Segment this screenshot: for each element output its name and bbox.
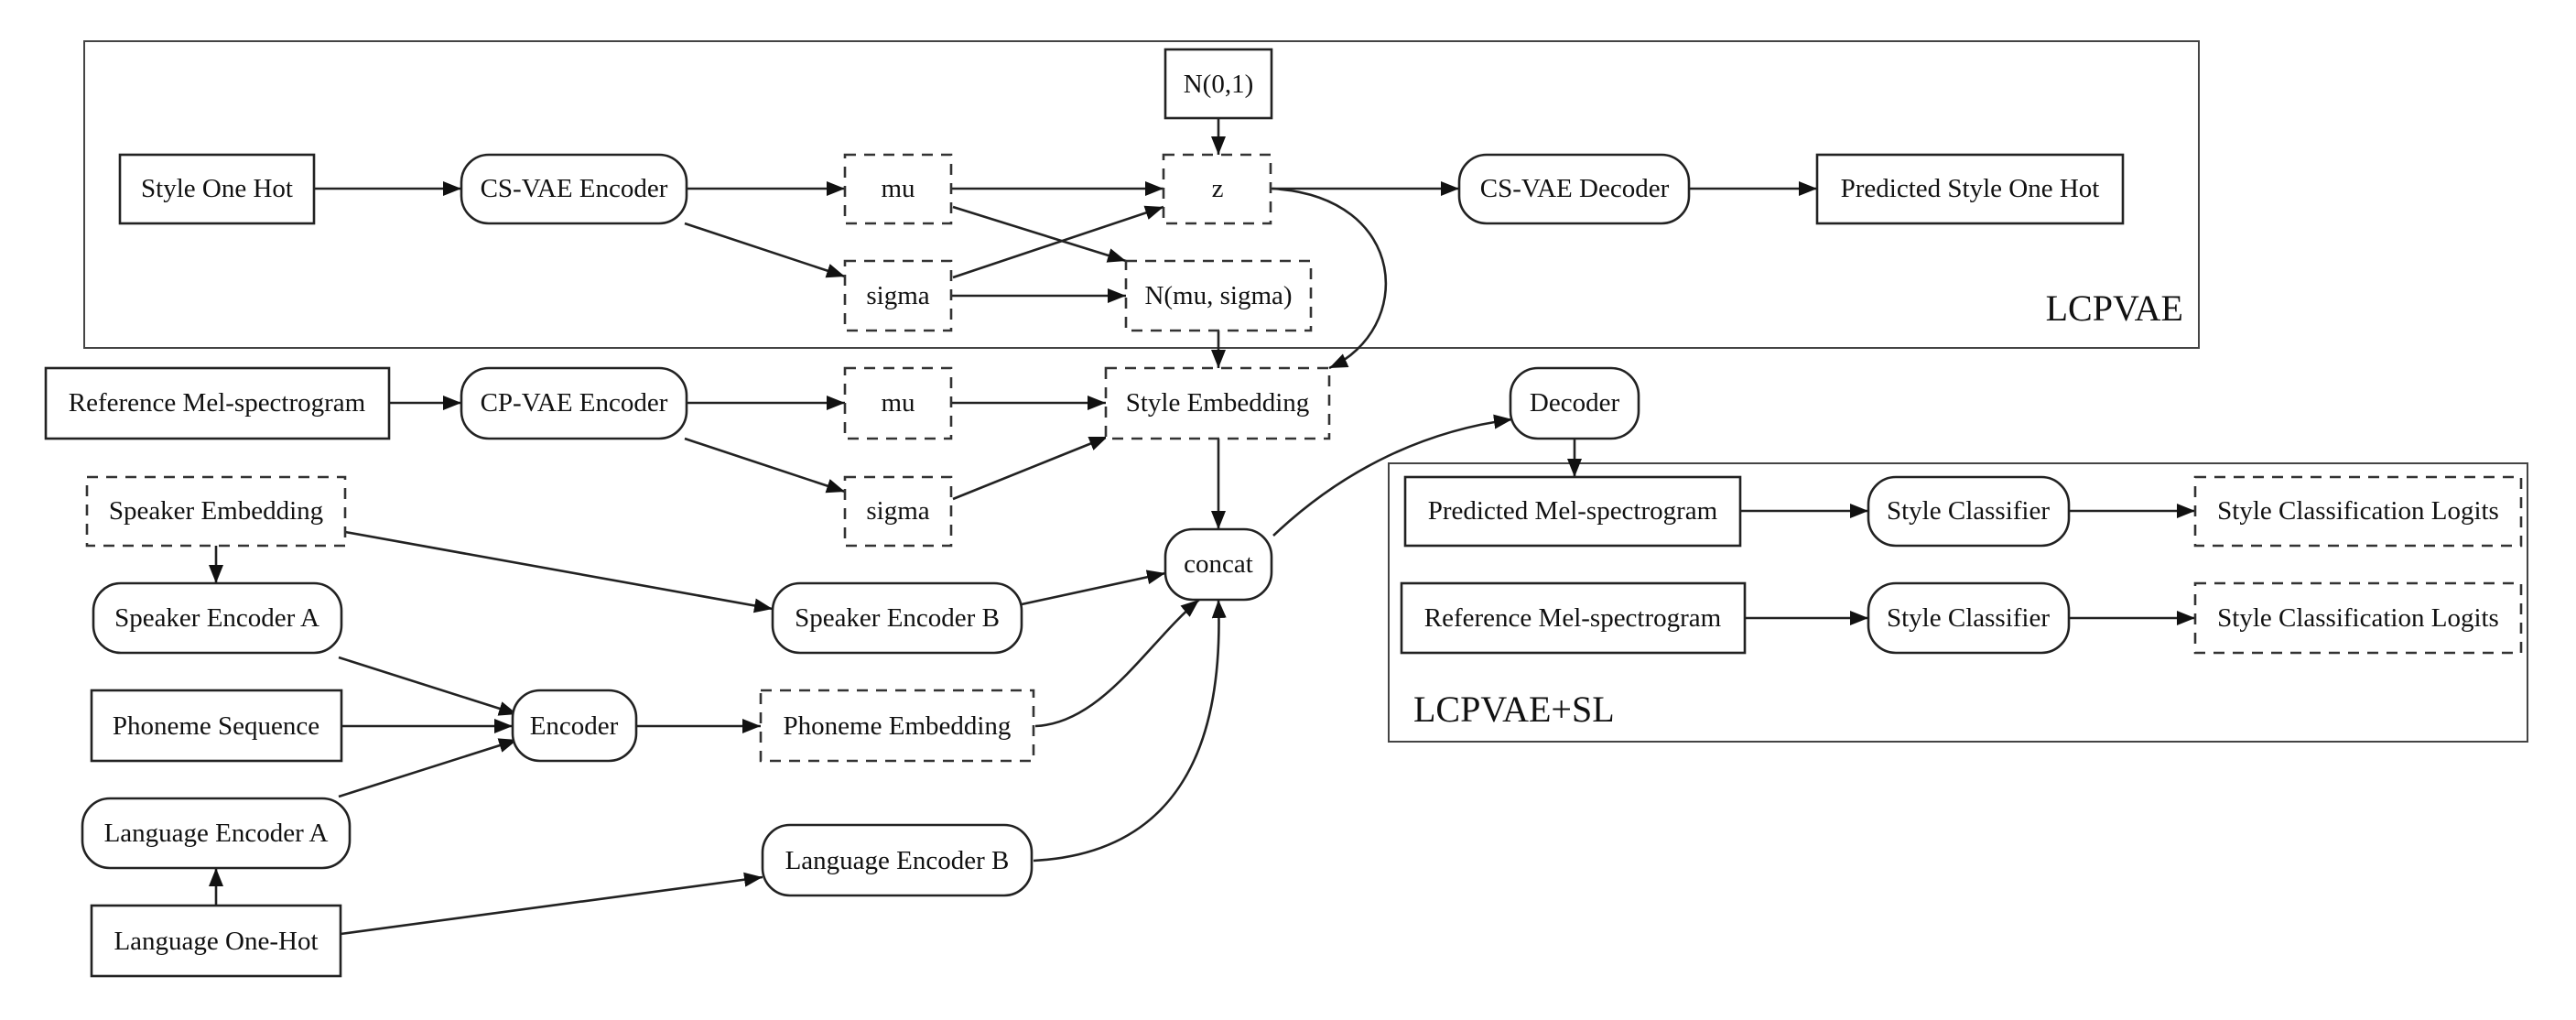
edge-speaker-encoder-b-to-concat xyxy=(1021,570,1166,606)
node-speaker-encoder-a[interactable]: Speaker Encoder A xyxy=(92,581,343,655)
svg-text:Style Classification Logits: Style Classification Logits xyxy=(2217,603,2499,633)
node-z[interactable]: z xyxy=(1162,153,1272,225)
svg-text:Phoneme Sequence: Phoneme Sequence xyxy=(113,711,319,741)
svg-text:N(0,1): N(0,1) xyxy=(1184,70,1254,99)
svg-text:Style Classifier: Style Classifier xyxy=(1887,603,2050,633)
cluster-lcpvae-sl-label: LCPVAE+SL xyxy=(1413,689,1615,730)
node-sl-predicted-mel-spectrogram[interactable]: Predicted Mel-spectrogram xyxy=(1403,475,1742,548)
edge-sigma-to-style-embedding xyxy=(952,435,1109,501)
node-phoneme-embedding[interactable]: Phoneme Embedding xyxy=(759,689,1035,763)
node-sl-style-classifier-2[interactable]: Style Classifier xyxy=(1867,581,2071,655)
svg-text:z: z xyxy=(1212,174,1224,203)
node-n01[interactable]: N(0,1) xyxy=(1164,48,1273,120)
edge-cpvae-encoder-to-sigma xyxy=(684,437,846,494)
svg-text:Speaker Encoder B: Speaker Encoder B xyxy=(795,603,1000,633)
svg-text:mu: mu xyxy=(881,388,915,418)
node-speaker-embedding[interactable]: Speaker Embedding xyxy=(85,475,347,548)
node-style-one-hot[interactable]: Style One Hot xyxy=(118,153,316,225)
node-reference-mel-spectrogram[interactable]: Reference Mel-spectrogram xyxy=(44,366,391,440)
svg-text:CS-VAE Decoder: CS-VAE Decoder xyxy=(1480,174,1670,203)
edge-csvae-encoder-to-sigma xyxy=(684,222,846,278)
node-sigma[interactable]: sigma xyxy=(843,259,953,332)
svg-text:Encoder: Encoder xyxy=(530,711,619,741)
node-encoder[interactable]: Encoder xyxy=(511,689,638,763)
cluster-lcpvae-sl-frame xyxy=(1388,462,2528,743)
edge-language-encoder-a-to-encoder xyxy=(338,738,518,798)
svg-text:CS-VAE Encoder: CS-VAE Encoder xyxy=(481,174,668,203)
edge-phoneme-embedding-to-concat xyxy=(1034,598,1200,728)
svg-text:sigma: sigma xyxy=(866,496,929,526)
node-n-mu-sigma[interactable]: N(mu, sigma) xyxy=(1124,259,1313,332)
svg-text:Reference Mel-spectrogram: Reference Mel-spectrogram xyxy=(69,388,366,418)
node-concat[interactable]: concat xyxy=(1164,527,1273,602)
node-csvae-encoder[interactable]: CS-VAE Encoder xyxy=(460,153,688,225)
node-predicted-style-one-hot[interactable]: Predicted Style One Hot xyxy=(1815,153,2125,225)
node-cpvae-encoder[interactable]: CP-VAE Encoder xyxy=(460,366,688,440)
edge-mu-to-n-mu-sigma xyxy=(952,205,1127,263)
node-sigma-2[interactable]: sigma xyxy=(843,475,953,548)
cluster-lcpvae-label: LCPVAE xyxy=(2046,288,2183,329)
svg-text:Decoder: Decoder xyxy=(1530,388,1620,418)
edge-z-to-style-embedding xyxy=(1272,187,1388,370)
node-sl-reference-mel-spectrogram[interactable]: Reference Mel-spectrogram xyxy=(1400,581,1747,655)
node-language-encoder-a[interactable]: Language Encoder A xyxy=(81,797,352,870)
node-phoneme-sequence[interactable]: Phoneme Sequence xyxy=(90,689,343,763)
cluster-lcpvae-sl: LCPVAE+SL xyxy=(1388,462,2528,743)
edge-language-encoder-b-to-concat xyxy=(1033,599,1227,863)
node-sl-style-classifier-1[interactable]: Style Classifier xyxy=(1867,475,2071,548)
svg-text:Style Classifier: Style Classifier xyxy=(1887,496,2050,526)
node-mu-2[interactable]: mu xyxy=(843,366,953,440)
svg-text:concat: concat xyxy=(1184,549,1253,579)
cluster-lcpvae-frame xyxy=(83,40,2200,349)
node-mu[interactable]: mu xyxy=(843,153,953,225)
nodes: N(0,1) Style One Hot CS-VAE Encoder mu z… xyxy=(44,48,2523,978)
node-sl-style-classification-logits-2[interactable]: Style Classification Logits xyxy=(2193,581,2523,655)
node-speaker-encoder-b[interactable]: Speaker Encoder B xyxy=(771,581,1023,655)
node-style-embedding[interactable]: Style Embedding xyxy=(1104,366,1331,440)
edge-language-onehot-to-language-encoder-b xyxy=(340,872,763,936)
svg-text:Predicted Style One Hot: Predicted Style One Hot xyxy=(1841,174,2100,203)
svg-text:Language One-Hot: Language One-Hot xyxy=(114,927,318,956)
node-sl-style-classification-logits-1[interactable]: Style Classification Logits xyxy=(2193,475,2523,548)
node-decoder[interactable]: Decoder xyxy=(1509,366,1640,440)
svg-text:Speaker Encoder A: Speaker Encoder A xyxy=(114,603,319,633)
svg-text:sigma: sigma xyxy=(866,281,929,310)
edge-sigma-to-z xyxy=(952,205,1164,279)
node-language-encoder-b[interactable]: Language Encoder B xyxy=(761,823,1034,897)
svg-text:Speaker Embedding: Speaker Embedding xyxy=(109,496,323,526)
svg-text:Reference Mel-spectrogram: Reference Mel-spectrogram xyxy=(1424,603,1722,633)
svg-text:CP-VAE Encoder: CP-VAE Encoder xyxy=(481,388,668,418)
svg-text:mu: mu xyxy=(881,174,915,203)
node-language-one-hot[interactable]: Language One-Hot xyxy=(90,904,342,978)
svg-text:Phoneme Embedding: Phoneme Embedding xyxy=(784,711,1012,741)
svg-text:Style Embedding: Style Embedding xyxy=(1126,388,1310,418)
svg-text:Style Classification Logits: Style Classification Logits xyxy=(2217,496,2499,526)
edges xyxy=(209,118,2195,936)
edge-concat-to-decoder xyxy=(1272,414,1513,537)
svg-text:Predicted Mel-spectrogram: Predicted Mel-spectrogram xyxy=(1428,496,1718,526)
svg-text:Language Encoder A: Language Encoder A xyxy=(104,819,329,848)
svg-text:N(mu, sigma): N(mu, sigma) xyxy=(1144,281,1292,310)
edge-speaker-encoder-a-to-encoder xyxy=(338,656,518,716)
svg-text:Language Encoder B: Language Encoder B xyxy=(785,846,1010,875)
edge-speaker-embedding-to-speaker-encoder-b xyxy=(344,530,774,613)
cluster-lcpvae: LCPVAE xyxy=(83,40,2200,349)
node-csvae-decoder[interactable]: CS-VAE Decoder xyxy=(1457,153,1691,225)
svg-text:Style One Hot: Style One Hot xyxy=(141,174,293,203)
